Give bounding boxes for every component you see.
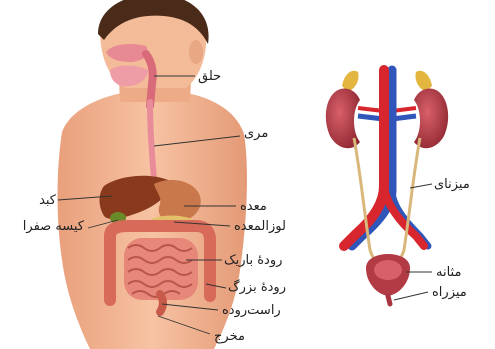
label-esophagus: مری [244,126,268,141]
label-stomach: معده [240,199,267,214]
bladder-inner [374,260,402,280]
rectum [160,294,163,312]
label-large-intestine: رودهٔ بزرگ [228,278,286,295]
label-anus: مخرج [214,329,245,344]
label-bladder: مثانه [436,265,461,280]
label-pharynx: حلق [198,69,221,84]
label-small-intestine: رودهٔ باریک [224,253,282,268]
label-gallbladder: کیسه صفرا [23,219,85,234]
label-pancreas: لوزالمعده [234,219,286,234]
urethra [388,296,390,304]
urinary-labels: میزنای مثانه میزراه [432,177,470,300]
torso-figure [58,0,247,349]
urinary-figure [326,70,448,304]
ear [189,40,203,64]
label-liver: کبد [39,193,57,208]
label-ureter: میزنای [434,177,470,192]
label-urethra: میزراه [432,285,467,300]
label-rectum: راست‌روده [222,303,281,318]
